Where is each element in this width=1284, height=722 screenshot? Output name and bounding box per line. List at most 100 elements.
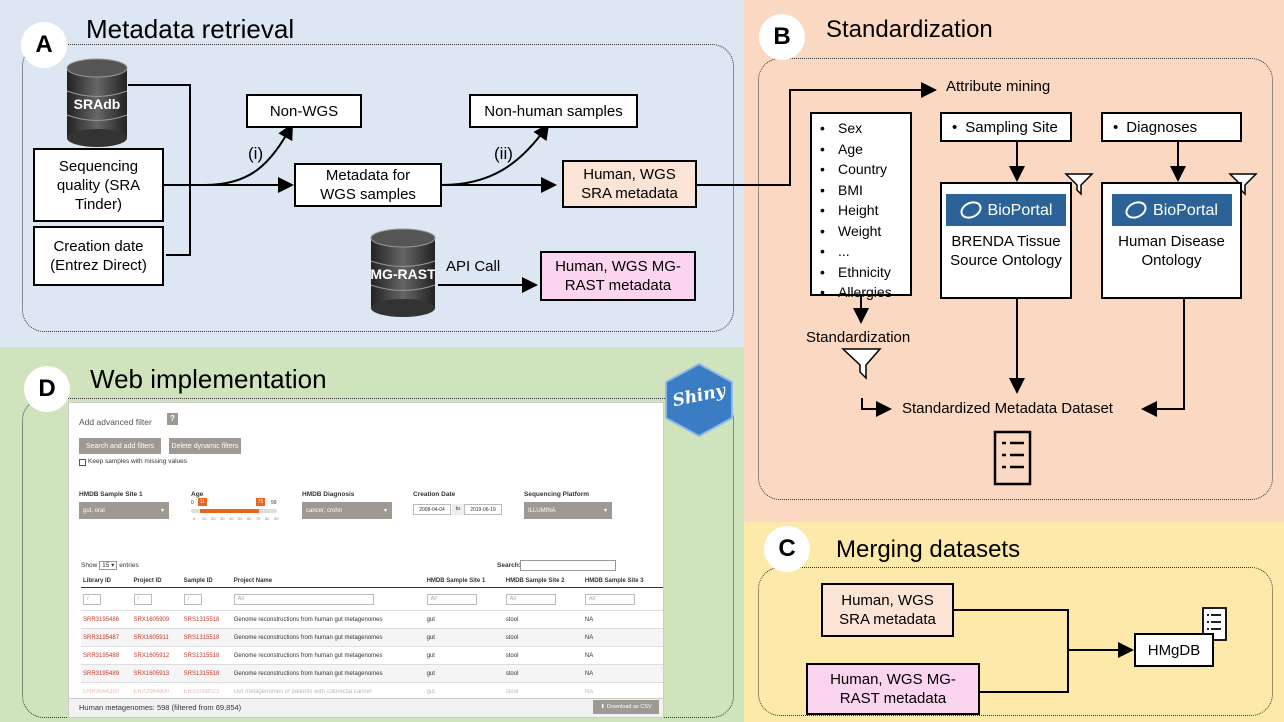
human-wgs-sra-box: Human, WGS SRA metadata xyxy=(562,160,697,208)
column-header[interactable]: Sample ID xyxy=(181,575,232,588)
table-cell[interactable]: SRR3195486 xyxy=(81,610,132,629)
table-cell[interactable]: SRX1605911 xyxy=(131,628,182,647)
table-cell: gut xyxy=(424,664,504,683)
table-cell[interactable]: SRS1315518 xyxy=(181,628,232,647)
table-cell: NA xyxy=(662,682,663,700)
column-filter-input[interactable]: All xyxy=(426,593,477,605)
attribute-item: ... xyxy=(820,241,892,262)
mgrast-database-icon: MG-RAST xyxy=(370,228,436,318)
non-human-box: Non-human samples xyxy=(469,94,638,128)
column-header[interactable]: HMDB Sample Site 3 xyxy=(582,575,663,588)
column-filter-input[interactable]: / xyxy=(133,593,152,605)
column-header[interactable]: Project ID xyxy=(131,575,182,588)
table-cell[interactable]: SRX1605912 xyxy=(131,646,182,665)
date-to-input[interactable]: 2019-06-19 xyxy=(464,504,502,515)
age-tick-label: 70 xyxy=(256,516,261,521)
hmgdb-box: HMgDB xyxy=(1134,633,1214,667)
panel-d-letter: D xyxy=(24,366,70,412)
attribute-item: Sex xyxy=(820,118,892,139)
table-cell: stool xyxy=(503,628,583,647)
table-cell[interactable]: ERS1008023 xyxy=(181,682,232,700)
panel-c-title: Merging datasets xyxy=(836,536,1021,563)
column-filter-input[interactable]: All xyxy=(233,593,374,605)
table-cell: gut xyxy=(424,610,504,629)
platform-filter-value: ILLUMINA xyxy=(528,507,556,514)
mgrast-db-label: MG-RAST xyxy=(370,266,436,282)
table-cell[interactable]: SRR3195488 xyxy=(81,646,132,665)
column-header[interactable]: HMDB Sample Site 2 xyxy=(503,575,583,588)
age-max-label: 99 xyxy=(271,500,277,506)
table-cell[interactable]: SRS1315518 xyxy=(181,646,232,665)
merge-human-sra-box: Human, WGS SRA metadata xyxy=(821,583,954,637)
panel-a-letter: A xyxy=(21,22,67,68)
date-from-input[interactable]: 2008-04-04 xyxy=(413,504,451,515)
panel-c-letter: C xyxy=(764,526,810,572)
table-cell[interactable]: SRX1605913 xyxy=(131,664,182,683)
table-cell[interactable]: SRR3195487 xyxy=(81,628,132,647)
panel-b-frame xyxy=(758,58,1273,500)
web-app-screenshot: Add advanced filter ? Search and add fil… xyxy=(68,402,664,718)
column-header[interactable]: HMI xyxy=(662,575,663,588)
platform-filter-select[interactable]: ILLUMINA ▾ xyxy=(524,502,612,519)
attribute-item: Height xyxy=(820,200,892,221)
add-filter-label: Add advanced filter xyxy=(79,417,152,427)
site-filter-select[interactable]: gut, oral▾ xyxy=(79,502,169,519)
show-count-select[interactable]: 15 ▾ xyxy=(99,561,118,570)
platform-filter-label: Sequencing Platform xyxy=(524,491,590,498)
entries-label: entries xyxy=(119,562,139,569)
table-cell[interactable]: SRS1315518 xyxy=(181,664,232,683)
search-input[interactable] xyxy=(520,560,616,571)
standardized-dataset-label: Standardized Metadata Dataset xyxy=(902,400,1113,417)
column-header[interactable]: Library ID xyxy=(81,575,132,588)
table-cell: stool xyxy=(503,664,583,683)
download-csv-button[interactable]: ⬇Download as CSV xyxy=(593,700,659,714)
table-cell: NA xyxy=(582,664,663,683)
column-filter-input[interactable]: / xyxy=(183,593,202,605)
age-min-label: 0 xyxy=(191,500,194,506)
column-filter-input[interactable]: / xyxy=(83,593,101,605)
show-label: Show xyxy=(81,562,98,569)
age-tick-label: 90 xyxy=(274,516,279,521)
non-wgs-box: Non-WGS xyxy=(246,94,362,128)
human-wgs-mgrast-box: Human, WGS MG-RAST metadata xyxy=(540,251,696,301)
table-cell[interactable]: SRX1605909 xyxy=(131,610,182,629)
attribute-item: BMI xyxy=(820,180,892,201)
panel-a-frame xyxy=(22,44,734,332)
attributes-list: SexAgeCountryBMIHeightWeight...Ethnicity… xyxy=(820,118,892,303)
sradb-database-icon: SRAdb xyxy=(66,58,128,148)
table-cell: NA xyxy=(662,610,663,629)
table-cell: NA xyxy=(582,628,663,647)
age-slider-range xyxy=(200,509,259,513)
column-filter-input[interactable]: All xyxy=(584,593,635,605)
diagnosis-filter-select[interactable]: cancer, crohn▾ xyxy=(302,502,392,519)
table-cell[interactable]: ERX2964800 xyxy=(131,682,182,700)
delete-dynamic-filters-button[interactable]: Delete dynamic filters xyxy=(169,438,241,454)
chevron-down-icon: ▾ xyxy=(603,508,607,514)
search-add-filters-button[interactable]: Search and add filters xyxy=(79,438,161,454)
age-filter-label: Age xyxy=(191,491,204,498)
table-cell[interactable]: ERR3064390 xyxy=(81,682,132,700)
age-tick-label: 10 xyxy=(202,516,207,521)
footer-count: Human metagenomes: 598 (filtered from 69… xyxy=(79,703,242,712)
bioportal-label: BioPortal xyxy=(1153,201,1218,219)
table-cell: NA xyxy=(662,664,663,683)
age-low-handle[interactable]: 11 xyxy=(198,498,207,506)
column-header[interactable]: Project Name xyxy=(231,575,425,588)
table-cell[interactable]: SRS1315518 xyxy=(181,610,232,629)
help-icon[interactable]: ? xyxy=(167,413,178,425)
bioportal-label: BioPortal xyxy=(987,201,1053,219)
age-high-handle[interactable]: 75 xyxy=(256,498,265,506)
keep-missing-checkbox[interactable] xyxy=(79,459,86,466)
panel-d-title: Web implementation xyxy=(90,364,327,394)
column-header[interactable]: HMDB Sample Site 1 xyxy=(424,575,504,588)
seq-quality-box: Sequencing quality (SRA Tinder) xyxy=(33,148,164,222)
column-filter-input[interactable]: All xyxy=(505,593,556,605)
table-cell[interactable]: SRR3195489 xyxy=(81,664,132,683)
diagnosis-filter-label: HMDB Diagnosis xyxy=(302,491,355,498)
